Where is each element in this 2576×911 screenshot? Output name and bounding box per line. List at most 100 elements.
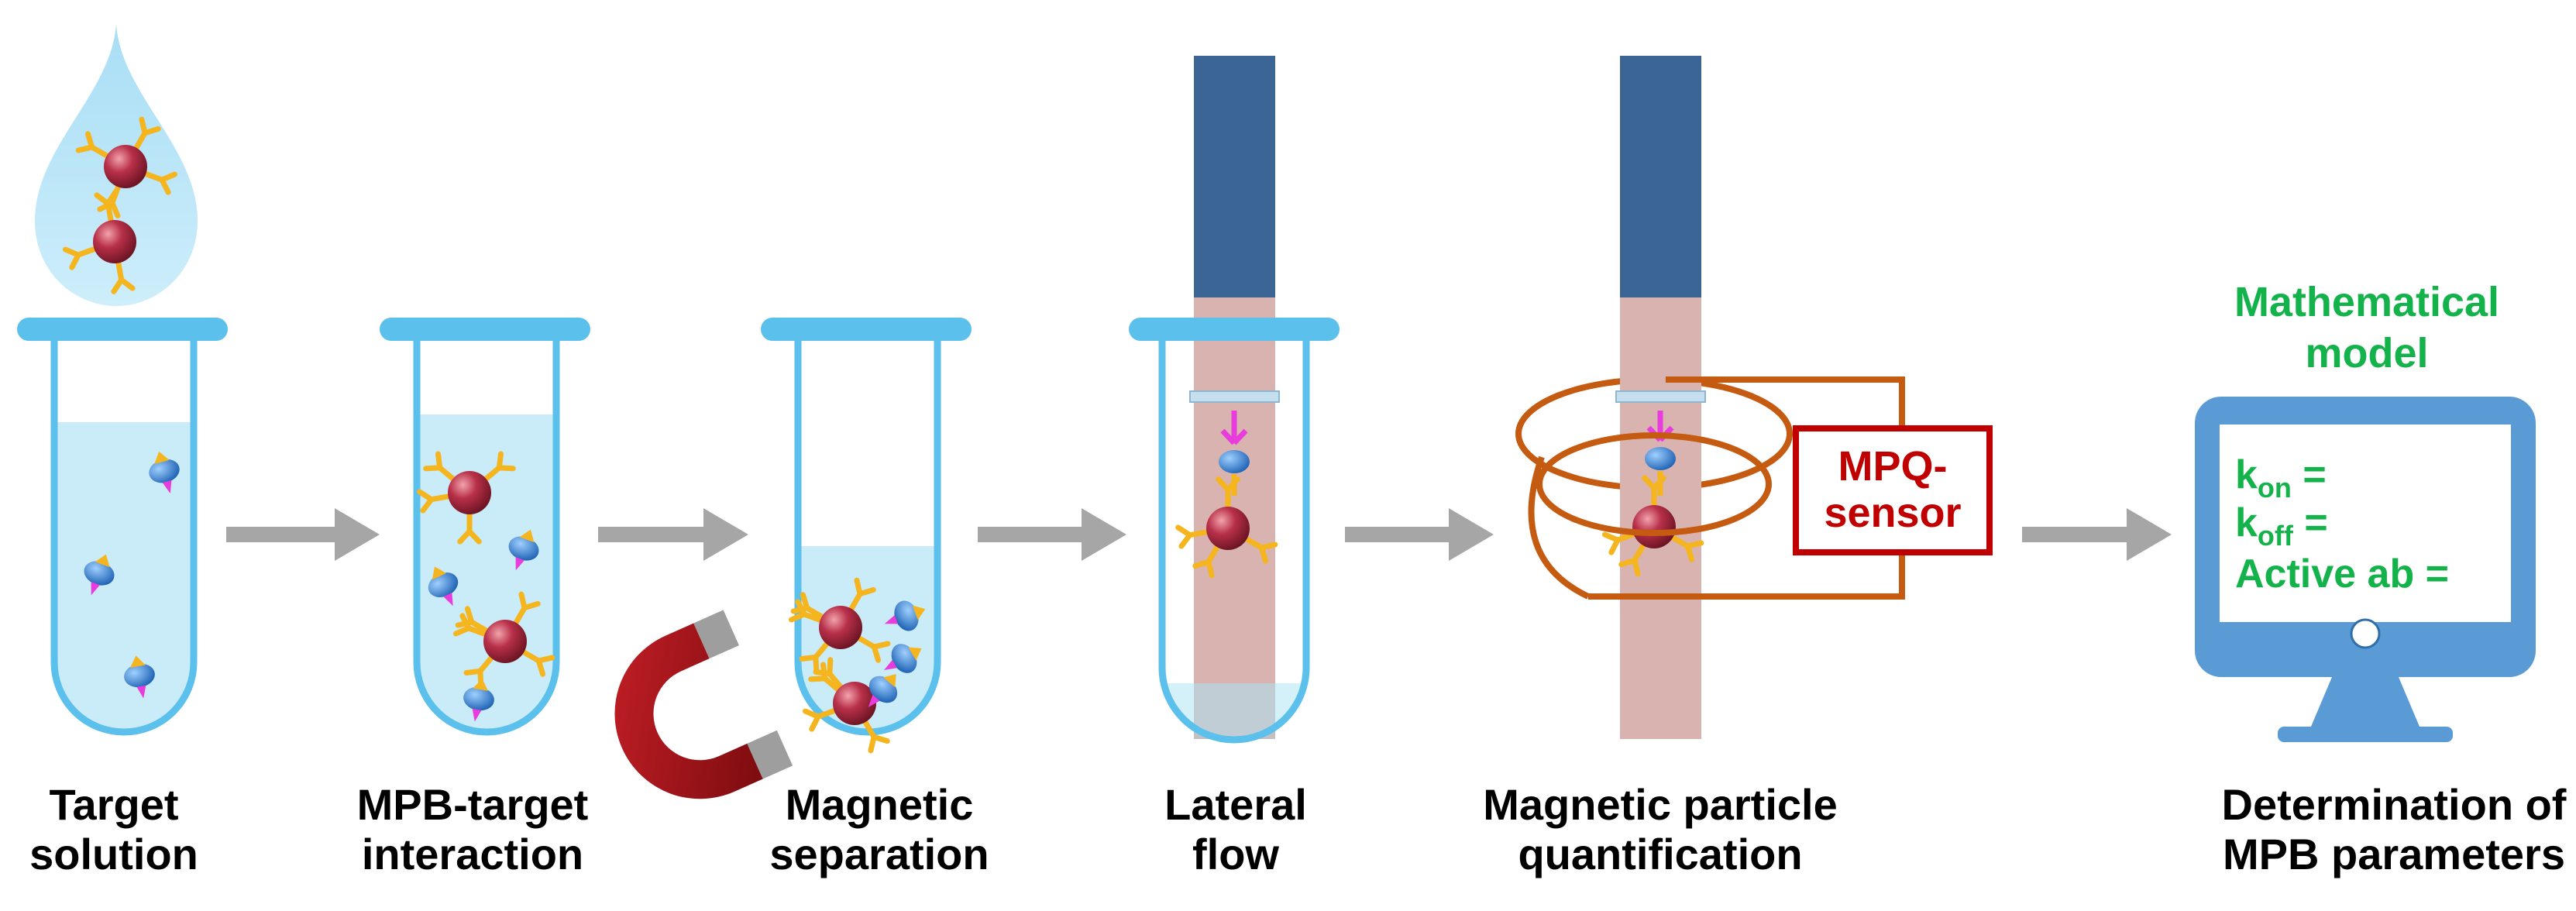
particles-and-targets [417, 451, 555, 722]
caption-target-l1: Target [50, 780, 179, 829]
step-determination: Mathematical model kon = koff = Active a… [2195, 279, 2536, 742]
caption-target-l2: solution [29, 830, 198, 878]
strip-line [1189, 390, 1280, 403]
target-molecule-icon [149, 451, 180, 493]
antibody-icon [140, 170, 178, 195]
antibody-icon [511, 591, 541, 628]
antibody-icon [62, 245, 100, 270]
antibody-icon [1618, 540, 1648, 577]
antibody-icon [480, 451, 516, 484]
koff-line: koff = [2235, 500, 2328, 552]
antibody-icon [457, 508, 482, 545]
strip-pad [1194, 56, 1275, 297]
magnetic-particle-icon [1175, 476, 1278, 579]
magnet [614, 610, 793, 799]
magnetic-particle-icon [1601, 475, 1704, 577]
magnetic-particle-icon [62, 189, 136, 294]
strip-line [1615, 390, 1706, 403]
tube-cap [1129, 318, 1340, 341]
tube-cap [380, 318, 590, 341]
antibody-icon [799, 638, 832, 674]
detected-complex [1601, 411, 1704, 577]
target-molecule-icon [124, 655, 155, 699]
active-ab-line: Active ab = [2235, 552, 2449, 596]
arrow-4 [1345, 508, 1494, 561]
tube-cap [761, 318, 972, 341]
target-molecule-icon [84, 554, 115, 596]
caption-separation-l1: Magnetic [786, 780, 974, 829]
model-title-line2: model [2305, 330, 2428, 376]
step-mpb-target-interaction [380, 318, 590, 736]
bound-complexes [788, 577, 926, 754]
droplet-particles [62, 116, 178, 294]
sensor-label-line2: sensor [1824, 490, 1961, 536]
strip-pad [1620, 56, 1701, 297]
target-molecule-icon [428, 566, 459, 607]
mpq-sensor-box [1793, 425, 1993, 555]
antibody-icon [75, 131, 112, 160]
caption-interaction-l2: interaction [362, 830, 583, 878]
coil-loop-front [1536, 432, 1772, 536]
coil-wire-top [1666, 376, 1905, 430]
antibody-icon [1241, 535, 1278, 564]
target-molecule-icon [1219, 450, 1250, 473]
antibody-icon [111, 257, 136, 294]
caption-quant-l1: Magnetic particle [1483, 780, 1837, 829]
caption-interaction-l1: MPB-target [357, 780, 589, 829]
model-title-line1: Mathematical [2234, 279, 2499, 325]
antibody-icon [132, 116, 161, 153]
tube-body [1158, 341, 1310, 744]
arrow-3 [978, 508, 1126, 561]
arrow-2 [598, 508, 748, 561]
target-molecule-icon [884, 644, 922, 673]
step-magnetic-particle-quantification: MPQ- sensor [1515, 56, 1993, 739]
tube-cap [17, 318, 228, 341]
step-target-solution [17, 23, 228, 736]
antibody-icon [1175, 524, 1212, 549]
antibody-icon [1667, 533, 1704, 562]
coil-wire-bottom [1588, 550, 1905, 600]
antibody-icon [1216, 476, 1240, 513]
antibody-icon [847, 577, 876, 614]
target-molecule-icon [508, 529, 539, 571]
caption-lateral-l1: Lateral [1164, 780, 1307, 829]
caption-quant-l2: quantification [1518, 830, 1802, 878]
antibody-icon [452, 613, 490, 638]
antibody-icon [861, 717, 890, 754]
free-targets [84, 451, 180, 699]
tube-body [413, 341, 560, 736]
tube-liquid [54, 422, 194, 732]
target-molecule-icon [868, 674, 898, 707]
tube-body [50, 341, 198, 736]
antibody-icon [1192, 541, 1222, 579]
sensor-label-line1: MPQ- [1838, 443, 1948, 490]
antibody-icon [518, 648, 555, 677]
arrow-5 [2022, 508, 2172, 561]
step-lateral-flow [1129, 56, 1340, 744]
caption-determination-l1: Determination of [2222, 780, 2567, 829]
magnetic-particle-icon [452, 591, 555, 688]
caption-determination-l2: MPB parameters [2223, 830, 2565, 878]
caption-lateral-l2: flow [1192, 830, 1279, 878]
captions: Target solution MPB-target interaction M… [29, 780, 2567, 878]
target-molecule-icon [1645, 447, 1676, 470]
captured-complex [1175, 411, 1278, 579]
target-molecule-icon [884, 600, 926, 631]
caption-separation-l2: separation [769, 830, 989, 878]
target-molecule-icon [463, 679, 494, 722]
antibody-icon [802, 706, 840, 732]
arrow-1 [226, 508, 380, 561]
antibody-icon [788, 599, 826, 624]
antibody-icon [94, 189, 119, 226]
antibody-icon [854, 634, 891, 663]
magnetic-particle-icon [788, 577, 891, 674]
antibody-icon [813, 657, 846, 693]
step-magnetic-separation [614, 318, 972, 799]
magnetic-particle-icon [417, 451, 516, 545]
magnetic-particle-icon [802, 657, 890, 754]
kon-line: kon = [2235, 452, 2327, 504]
computer-monitor-icon [2195, 397, 2536, 742]
antibody-icon [417, 489, 454, 514]
antibody-icon [423, 451, 459, 484]
